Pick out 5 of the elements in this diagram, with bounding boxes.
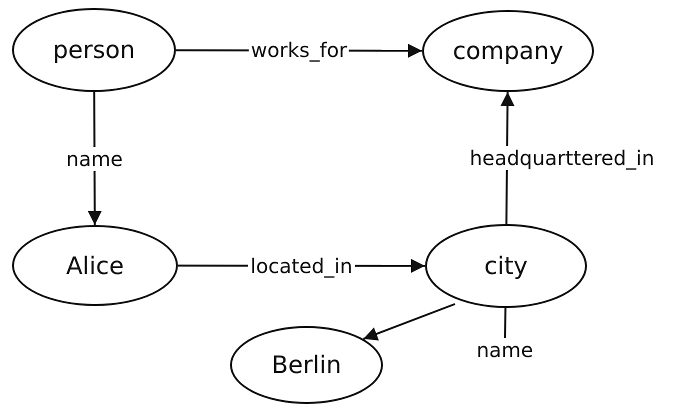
node-label: Alice [66, 252, 124, 280]
node-label: person [52, 36, 136, 64]
node-label: Berlin [272, 351, 342, 379]
node-label: company [452, 37, 564, 65]
node-label: city [484, 252, 528, 280]
